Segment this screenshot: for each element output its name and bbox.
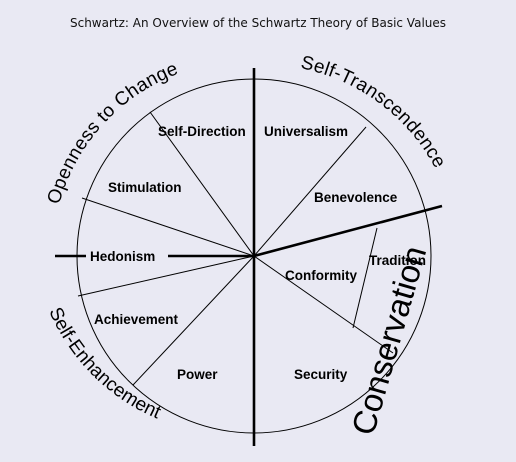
divider-stimulation-hedonism	[81, 197, 255, 257]
divider-achievement-power	[132, 255, 255, 386]
conservation-axis	[253, 204, 443, 258]
divider-universalism-benevolence	[253, 126, 367, 257]
value-self-direction: Self-Direction	[158, 124, 246, 139]
divider-conformity-security	[253, 255, 394, 354]
value-universalism: Universalism	[264, 124, 348, 139]
value-power: Power	[177, 367, 218, 382]
value-stimulation: Stimulation	[108, 180, 182, 195]
value-achievement: Achievement	[94, 312, 179, 327]
divider-tradition-conformity	[352, 227, 378, 329]
value-tradition: Tradition	[369, 253, 426, 268]
diagram-caption: Schwartz: An Overview of the Schwartz Th…	[69, 16, 447, 30]
value-benevolence: Benevolence	[314, 190, 398, 205]
divider-self-direction-stimulation	[149, 111, 255, 257]
value-conformity: Conformity	[285, 268, 357, 283]
divider-hedonism-achievement	[77, 255, 255, 297]
value-security: Security	[294, 367, 348, 382]
dimension-self-transcendence: Self-Transcendence	[299, 52, 450, 171]
value-hedonism: Hedonism	[90, 249, 155, 264]
dimension-conservation: Conservation	[344, 242, 433, 439]
